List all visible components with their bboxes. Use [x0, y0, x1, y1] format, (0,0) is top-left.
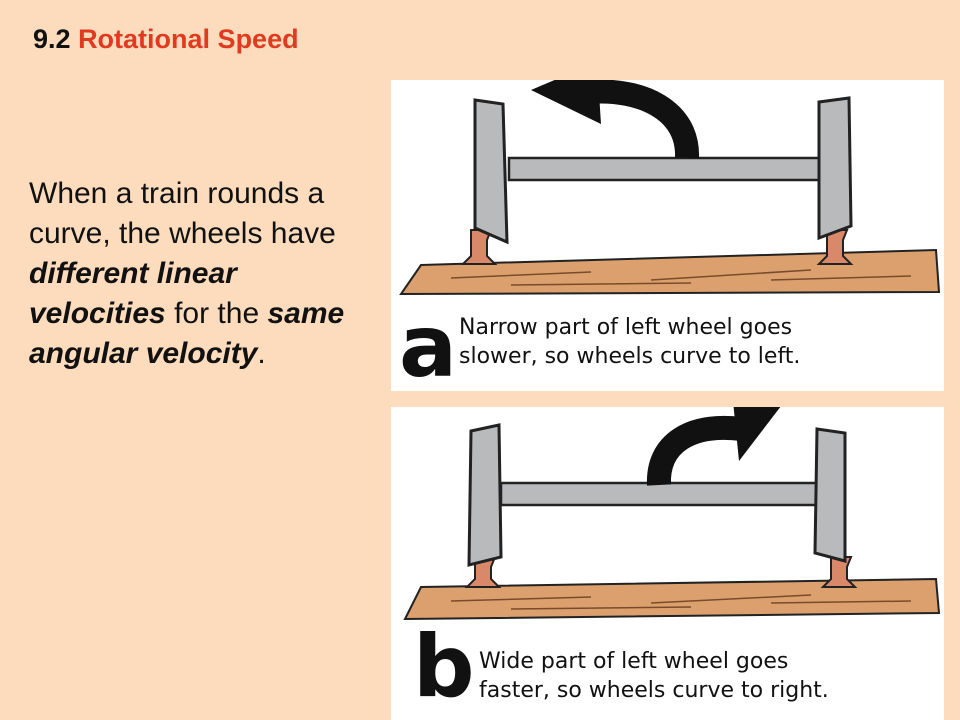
body-text: When a train rounds a curve, the wheels …	[29, 174, 374, 374]
wheel-right-a	[817, 96, 853, 241]
wheelset-illustration-b	[403, 407, 941, 621]
caption-b-line-1: Wide part of left wheel goes	[479, 649, 789, 674]
caption-a: Narrow part of left wheel goes slower, s…	[459, 313, 800, 371]
wheelset-illustration-a	[399, 80, 941, 296]
body-emphasis-2: same angular velocity	[29, 297, 345, 370]
caption-b: Wide part of left wheel goes faster, so …	[479, 647, 829, 705]
panel-letter-a: a	[399, 297, 458, 397]
figure-panel-b: b Wide part of left wheel goes faster, s…	[391, 407, 944, 720]
ground-texture-a	[450, 269, 912, 286]
wheel-left-b	[467, 423, 503, 567]
axle-b	[499, 481, 821, 507]
caption-a-line-1: Narrow part of left wheel goes	[459, 315, 793, 340]
figure-panel-a: a Narrow part of left wheel goes slower,…	[391, 80, 944, 391]
body-emphasis-1: different linear velocities	[29, 257, 237, 330]
section-number: 9.2	[33, 24, 71, 54]
body-text-1: When a train rounds a curve, the wheels …	[29, 177, 336, 250]
caption-a-line-2: slower, so wheels curve to left.	[459, 344, 801, 369]
wheel-right-b	[813, 427, 847, 563]
caption-b-line-2: faster, so wheels curve to right.	[479, 678, 829, 703]
curved-arrow-right-icon	[646, 407, 781, 486]
rail-right-a	[816, 229, 854, 265]
curved-arrow-left-icon	[531, 80, 699, 159]
rail-right-b	[820, 556, 858, 588]
wheel-left-a	[473, 98, 509, 245]
panel-letter-b: b	[413, 617, 475, 717]
slide-title: 9.2 Rotational Speed	[33, 24, 299, 55]
ground-texture-b	[450, 594, 912, 610]
ground-a	[399, 248, 941, 296]
body-text-3: .	[257, 337, 266, 370]
axle-a	[507, 156, 823, 182]
body-text-2: for the	[165, 297, 268, 330]
section-title: Rotational Speed	[78, 24, 299, 54]
